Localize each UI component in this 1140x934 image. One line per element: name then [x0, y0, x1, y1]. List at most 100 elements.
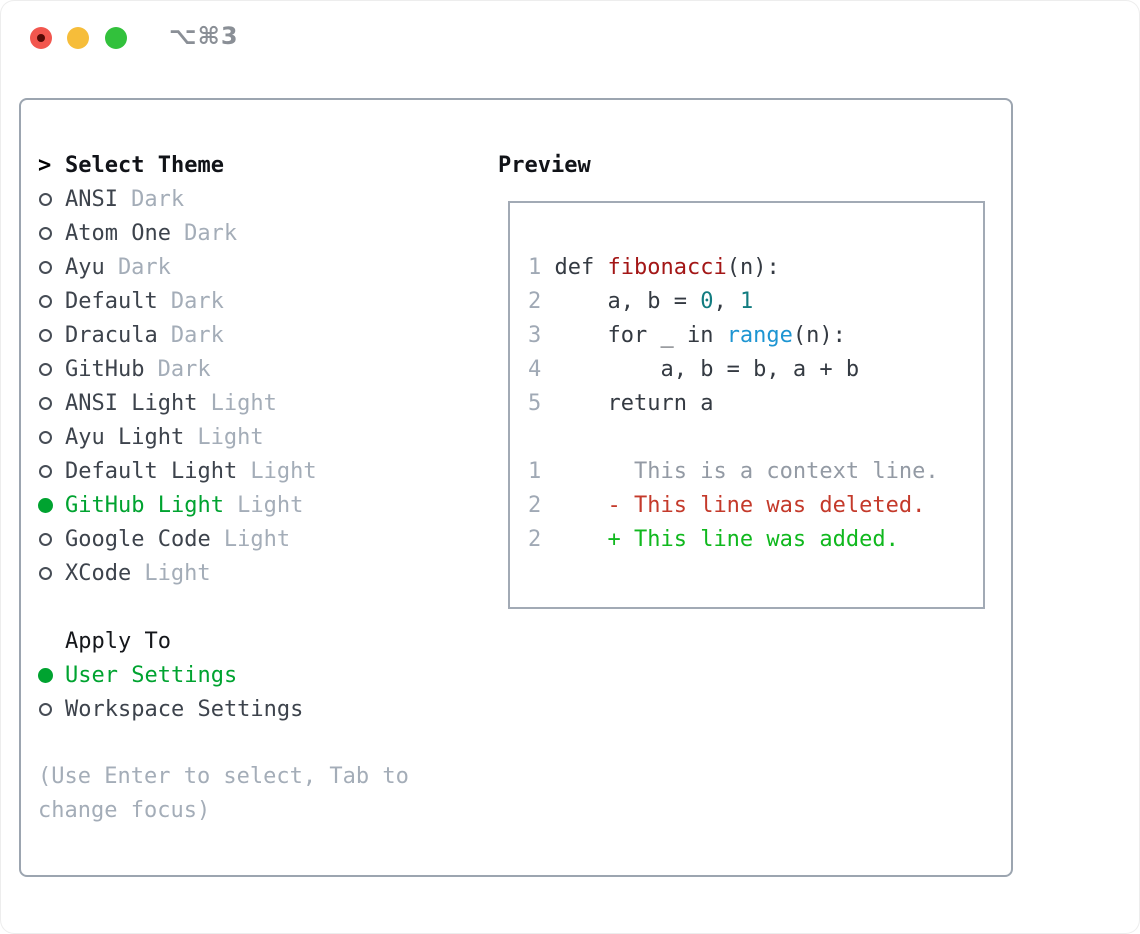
code-token: fibonacci — [607, 254, 727, 280]
radio-icon — [38, 192, 65, 206]
code-line: 1 This is a context line. — [528, 454, 983, 488]
radio-icon — [38, 260, 65, 274]
radio-icon — [38, 566, 65, 580]
line-number: 4 — [528, 356, 555, 382]
line-number: 1 — [528, 254, 555, 280]
radio-icon — [38, 328, 65, 342]
radio-icon — [38, 362, 65, 376]
code-token: a, b = — [554, 288, 701, 314]
preview-title: Preview — [498, 152, 591, 178]
close-button[interactable] — [30, 27, 52, 49]
code-token: + This line was added. — [554, 526, 899, 552]
circle-outline-icon — [39, 260, 52, 274]
theme-option[interactable]: ANSI Dark — [38, 182, 317, 216]
apply-to-title: Apply To — [65, 628, 171, 654]
theme-option-variant: Light — [197, 424, 264, 450]
radio-icon — [38, 702, 65, 716]
theme-list-title: Select Theme — [65, 152, 224, 178]
circle-outline-icon — [39, 566, 52, 580]
cursor-prompt-icon: > — [38, 152, 52, 178]
theme-option[interactable]: GitHub Light Light — [38, 488, 317, 522]
code-line: 2 + This line was added. — [528, 522, 983, 556]
code-line: 3 for _ in range(n): — [528, 318, 983, 352]
apply-to-option-label: User Settings — [65, 662, 238, 688]
keyboard-hint: (Use Enter to select, Tab to change focu… — [38, 764, 409, 823]
theme-option[interactable]: Dracula Dark — [38, 318, 317, 352]
circle-outline-icon — [39, 294, 52, 308]
theme-option-variant: Light — [237, 492, 304, 518]
code-token: - This line was deleted. — [554, 492, 926, 518]
circle-outline-icon — [39, 464, 52, 478]
line-number: 5 — [528, 390, 555, 416]
circle-outline-icon — [39, 396, 52, 410]
keyboard-shortcut-label: ⌥⌘3 — [169, 22, 239, 50]
apply-to-header: Apply To — [38, 624, 303, 658]
code-line: 4 a, b = b, a + b — [528, 352, 983, 386]
minimize-button[interactable] — [67, 27, 89, 49]
line-number: 2 — [528, 288, 555, 314]
code-line: 2 a, b = 0, 1 — [528, 284, 983, 318]
theme-option[interactable]: XCode Light — [38, 556, 317, 590]
theme-option-variant: Light — [144, 560, 211, 586]
theme-option-name: Ayu Light — [65, 424, 185, 450]
code-line: 1 def fibonacci(n): — [528, 250, 983, 284]
code-line: 2 - This line was deleted. — [528, 488, 983, 522]
theme-option-name: GitHub — [65, 356, 145, 382]
radio-icon — [38, 226, 65, 240]
line-number: 3 — [528, 322, 555, 348]
circle-outline-icon — [39, 192, 52, 206]
theme-option-name: Default — [65, 288, 158, 314]
circle-outline-icon — [39, 328, 52, 342]
theme-option-name: Atom One — [65, 220, 171, 246]
theme-option-variant: Dark — [170, 322, 224, 348]
theme-option[interactable]: Atom One Dark — [38, 216, 317, 250]
code-token: for _ in — [554, 322, 727, 348]
radio-icon — [38, 396, 65, 410]
circle-outline-icon — [39, 430, 52, 444]
theme-option[interactable]: Google Code Light — [38, 522, 317, 556]
theme-option-name: ANSI — [65, 186, 118, 212]
filled-circle-icon — [38, 497, 53, 513]
apply-to-option[interactable]: Workspace Settings — [38, 692, 303, 726]
radio-icon — [38, 294, 65, 308]
theme-option-name: Default Light — [65, 458, 238, 484]
theme-option-name: Google Code — [65, 526, 211, 552]
radio-icon — [38, 464, 65, 478]
line-number: 1 — [528, 458, 555, 484]
theme-option[interactable]: Ayu Light Light — [38, 420, 317, 454]
selected-radio-icon — [38, 667, 65, 683]
radio-icon — [38, 532, 65, 546]
circle-outline-icon — [39, 226, 52, 240]
theme-option-name: ANSI Light — [65, 390, 198, 416]
code-token: , — [713, 288, 740, 314]
circle-outline-icon — [39, 362, 52, 376]
code-token: return a — [554, 390, 714, 416]
apply-to-option-label: Workspace Settings — [65, 696, 304, 722]
code-token: range — [726, 322, 793, 348]
theme-option-variant: Light — [223, 526, 291, 552]
title-bar: ⌥⌘3 — [0, 0, 1140, 76]
code-token: (n): — [726, 254, 780, 280]
code-token: a, b = b, a + b — [554, 356, 860, 382]
theme-option-variant: Dark — [117, 254, 171, 280]
circle-outline-icon — [39, 532, 52, 546]
close-dot-icon — [37, 34, 45, 42]
theme-option-name: Dracula — [65, 322, 158, 348]
theme-option-name: GitHub Light — [65, 492, 224, 518]
theme-option-name: XCode — [65, 560, 132, 586]
theme-option-variant: Dark — [131, 186, 185, 212]
code-token: 0 — [700, 288, 714, 314]
radio-icon — [38, 430, 65, 444]
maximize-button[interactable] — [105, 27, 127, 49]
apply-to-option[interactable]: User Settings — [38, 658, 303, 692]
theme-option-variant: Dark — [184, 220, 238, 246]
